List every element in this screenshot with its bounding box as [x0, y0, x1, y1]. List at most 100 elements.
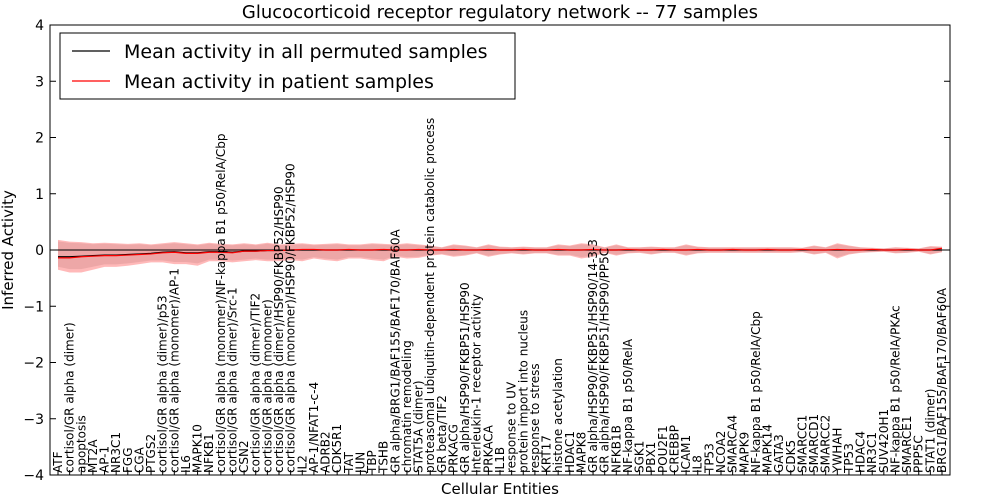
- x-tick-label: MAPK9: [737, 432, 751, 473]
- x-tick-label: JUN: [353, 452, 367, 474]
- x-tick-label: apoptosis: [74, 415, 88, 473]
- x-tick-label: SMARCC1: [795, 415, 809, 473]
- x-tick-label: ATF: [51, 451, 65, 473]
- x-tick-label: cortisol/GR alpha (dimer)/HSP90/FKBP52/H…: [272, 186, 286, 473]
- x-tick-label: POU2F1: [656, 425, 670, 473]
- x-tick-label: response to UV: [505, 381, 519, 473]
- x-tick-label: AP-1/NFAT1-c-4: [307, 382, 321, 473]
- x-tick-label: PBX1: [644, 442, 658, 473]
- x-tick-label: NFKB1: [202, 433, 216, 473]
- x-axis-label: Cellular Entities: [441, 480, 559, 498]
- x-tick-label: chromatin remodeling: [400, 340, 414, 473]
- x-tick-label: MAPK8: [574, 432, 588, 473]
- x-tick-label: ICAM1: [679, 435, 693, 473]
- x-tick-label: NR3C1: [109, 432, 123, 473]
- x-tick-label: PPP5C: [912, 435, 926, 473]
- x-tick-label: TP53: [702, 443, 716, 474]
- x-tick-label: STAT1 (dimer): [923, 389, 937, 473]
- x-tick-label: cortisol/GR alpha (monomer)/AP-1: [167, 268, 181, 473]
- x-tick-label: ADRB2: [319, 431, 333, 473]
- x-tick-label: cortisol/GR alpha (monomer)/NF-kappa B1 …: [214, 134, 228, 474]
- x-tick-label: NF-kappa B1 p50/RelA/PKAc: [888, 305, 902, 473]
- x-tick-label: CGA: [132, 446, 146, 473]
- x-tick-label: MAPK14: [761, 424, 775, 473]
- x-tick-label: IL2: [295, 455, 309, 473]
- legend-label-permuted: Mean activity in all permuted samples: [124, 41, 487, 63]
- x-tick-label: IL8: [691, 455, 705, 473]
- x-tick-label: Interleukin-1 receptor activity: [470, 294, 484, 473]
- x-tick-label: STAT5A (dimer): [412, 380, 426, 473]
- x-tick-label: YWHAH: [830, 428, 844, 474]
- x-tick-label: PTGS2: [144, 434, 158, 473]
- legend-label-patient: Mean activity in patient samples: [124, 71, 434, 93]
- x-tick-label: SMARCE1: [900, 415, 914, 473]
- x-tick-label: CREBBP: [667, 425, 681, 473]
- x-tick-label: TP53: [842, 443, 856, 474]
- x-tick-label: SMARCC2: [819, 415, 833, 473]
- y-tick-label: −4: [23, 468, 44, 484]
- x-tick-label: NF-kappa B1 p50/RelA/Cbp: [749, 311, 763, 473]
- y-axis-label: Inferred Activity: [0, 190, 17, 310]
- y-tick-label: −3: [23, 412, 44, 428]
- patient-band: [58, 239, 942, 273]
- x-tick-label: PRKACG: [446, 424, 460, 473]
- x-tick-label: PRKACA: [481, 424, 495, 473]
- x-tick-label: GR beta/TIF2: [435, 395, 449, 473]
- activity-bands: [50, 239, 950, 273]
- x-tick-label: cortisol/GR alpha (dimer)/TIF2: [249, 293, 263, 473]
- y-axis-ticks: −4 −3 −2 −1 0 1 2 3 4: [23, 18, 950, 484]
- x-tick-label: AP-1: [98, 446, 112, 473]
- x-tick-label: HDAC4: [854, 431, 868, 473]
- x-tick-label: GATA3: [772, 434, 786, 473]
- x-tick-label: HDAC1: [563, 431, 577, 473]
- x-tick-label: response to stress: [528, 363, 542, 473]
- x-tick-label: cortisol/GR alpha (monomer): [260, 299, 274, 473]
- x-tick-label: TSHB: [377, 441, 391, 474]
- x-tick-label: TAT: [342, 451, 356, 474]
- y-tick-label: −2: [23, 356, 44, 372]
- x-tick-label: SMARCA4: [726, 415, 740, 473]
- legend-box: [59, 32, 516, 100]
- x-tick-label: SUV420H1: [877, 409, 891, 473]
- x-tick-label: proteasomal ubiquitin-dependent protein …: [423, 118, 437, 473]
- x-tick-label: MT2A: [86, 439, 100, 473]
- x-tick-label: NCOA2: [714, 431, 728, 473]
- x-tick-label: IL1B: [493, 447, 507, 473]
- x-tick-label: NF-kappa B1 p50/RelA: [621, 338, 635, 473]
- x-tick-label: NFKB1B: [609, 425, 623, 473]
- x-tick-label: KRT17: [540, 435, 554, 473]
- legend: Mean activity in all permuted samples Me…: [59, 32, 516, 100]
- x-tick-label: GR alpha/HSP90/FKBP51/HSP90: [458, 282, 472, 473]
- series-lines: [58, 247, 943, 259]
- x-tick-label: histone acetylation: [551, 358, 565, 473]
- y-tick-label: −1: [23, 299, 44, 315]
- x-tick-label: protein import into nucleus: [516, 310, 530, 473]
- x-tick-label: CSN2: [237, 440, 251, 473]
- series-line-patient: [58, 247, 943, 259]
- x-tick-label: SGK1: [633, 441, 647, 473]
- x-tick-label: IL6: [179, 455, 193, 473]
- x-tick-label: BRG1/BAF155/BAF170/BAF60A: [935, 287, 949, 473]
- y-tick-label: 0: [35, 243, 44, 259]
- y-tick-label: 2: [35, 131, 44, 147]
- x-tick-label: GR alpha/HSP90/FKBP51/HSP90/14-3-3: [586, 239, 600, 473]
- x-tick-label: GR alpha/BRG1/BAF155/BAF170/BAF60A: [388, 229, 402, 474]
- chart-title: Glucocorticoid receptor regulatory netwo…: [242, 2, 758, 23]
- x-tick-label: GR alpha/HSP90/FKBP51/HSP90/PP5C: [598, 248, 612, 473]
- x-tick-label: TBP: [365, 450, 379, 474]
- x-tick-label: NR3C1: [865, 432, 879, 473]
- x-tick-label: FGG: [121, 448, 135, 474]
- x-tick-label: CDK5R1: [330, 424, 344, 473]
- x-tick-label: MAPK10: [191, 424, 205, 473]
- x-tick-label: cortisol/GR alpha (dimer)/p53: [156, 295, 170, 473]
- y-tick-label: 4: [35, 18, 44, 34]
- y-tick-label: 3: [35, 74, 44, 90]
- x-tick-label: CDK5: [784, 440, 798, 473]
- y-tick-label: 1: [35, 187, 44, 203]
- x-tick-label: SMARCD1: [807, 414, 821, 473]
- x-tick-label: cortisol/GR alpha (monomer)/HSP90/FKBP52…: [284, 163, 298, 473]
- x-tick-label: cortisol/GR alpha (dimer)/Src-1: [225, 287, 239, 473]
